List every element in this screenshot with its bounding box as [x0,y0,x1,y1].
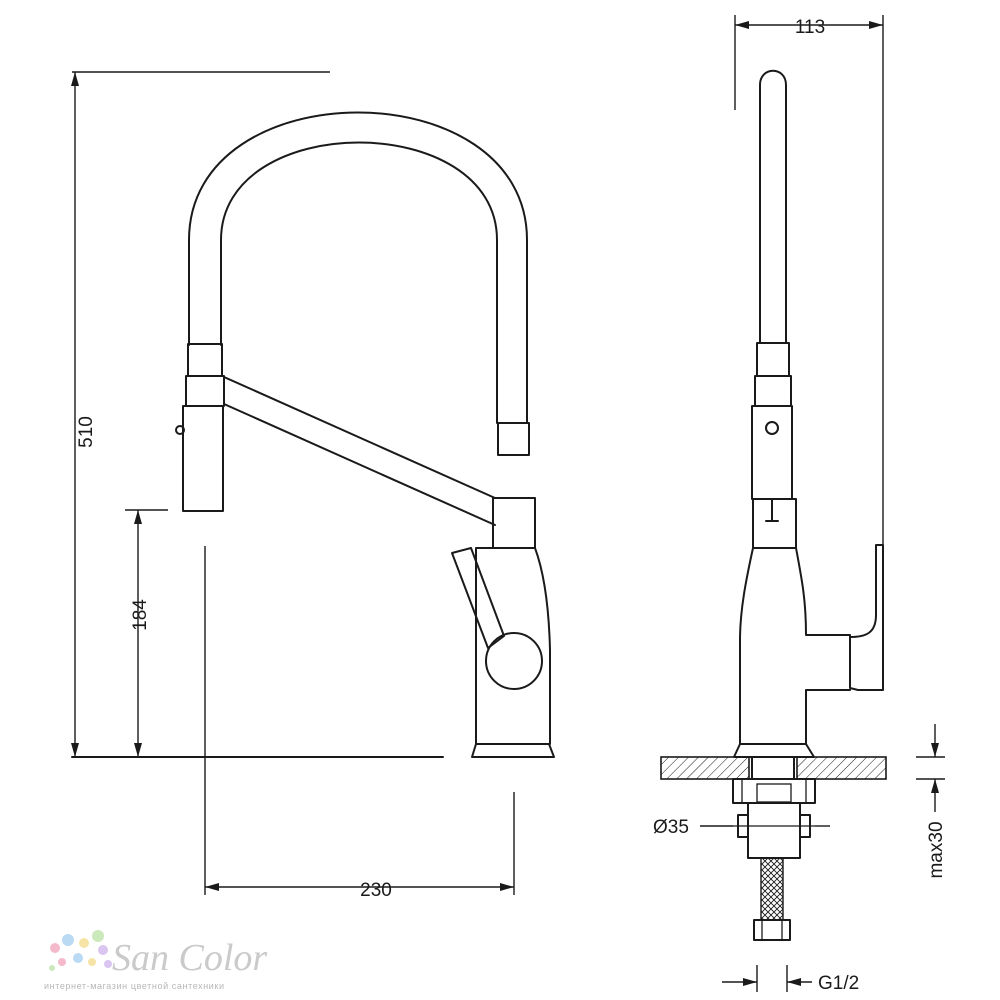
logo-dot [50,943,60,953]
front-sprayer-button [175,425,185,435]
side-braided-hose [760,857,784,921]
logo-dot [98,945,108,955]
front-left-collar-bottom [185,375,225,407]
front-handle-knob [485,632,543,690]
sancolor-logo: San Color интернет-магазин цветной санте… [44,930,267,991]
dim-spout-height: 184 [130,599,151,631]
logo-dot [104,960,112,968]
logo-name: San Color [112,937,267,979]
logo-dot [73,953,83,963]
side-dimensions [700,15,945,992]
front-view [71,111,555,758]
side-countertop-right [796,756,887,780]
side-base [733,743,815,758]
front-handle-lever [451,547,505,649]
logo-dot [49,965,55,971]
front-left-collar-top [187,343,223,377]
front-body [475,497,551,745]
side-mount-stud [751,756,795,780]
front-gooseneck-outer [188,111,528,424]
side-collar-top [756,342,790,377]
front-base [471,743,555,758]
dim-side-width: 113 [795,17,825,38]
side-sprayer-head [751,405,793,500]
side-view [660,69,887,941]
logo-dot [62,934,74,946]
logo-dot [88,958,96,966]
logo-dot [58,958,66,966]
side-sprayer-button [765,421,779,435]
side-spout-tube [759,69,787,344]
logo-dots-icon [49,930,112,971]
logo-dot [79,938,89,948]
front-sprayer-head [182,405,224,512]
front-dimensions [71,71,515,895]
logo-tagline: интернет-магазин цветной сантехники [44,981,225,991]
logo-dot [92,930,104,942]
side-hose-nut [753,919,791,941]
front-right-collar [497,422,530,456]
side-body [739,498,884,745]
side-countertop-left [660,756,750,780]
dim-total-height: 510 [76,416,97,448]
side-mount-nut [732,778,816,804]
front-holder-arm [223,376,496,526]
front-gooseneck-inner [220,141,498,424]
side-mount-sleeve [747,802,801,859]
dim-connection: G1/2 [818,973,859,994]
dim-counter-thickness: max30 [926,821,947,878]
dim-hole-diameter: Ø35 [653,817,689,838]
dim-reach: 230 [360,880,392,901]
side-collar-bottom [754,375,792,407]
